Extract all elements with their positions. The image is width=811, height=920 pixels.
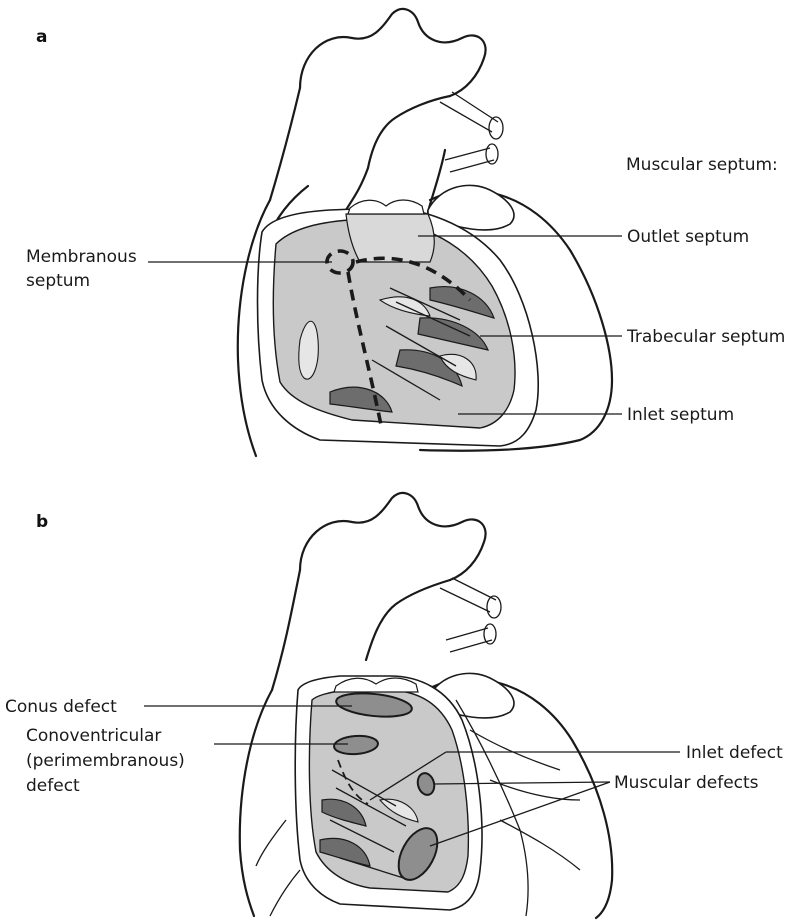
- panel-b-letter: b: [36, 512, 48, 532]
- label-outlet-septum: Outlet septum: [627, 227, 749, 247]
- label-conoventricular-line3: defect: [26, 776, 80, 796]
- label-trabecular-septum: Trabecular septum: [626, 327, 785, 347]
- panel-b: b: [5, 493, 783, 918]
- panel-a-heart-illustration: [238, 9, 612, 456]
- aorta-right-outline-b: [366, 580, 450, 660]
- ventricular-septum-surface-b: [309, 690, 468, 892]
- aortic-arch: [300, 9, 486, 96]
- outlet-septum-area: [346, 214, 434, 262]
- semilunar-valve: [348, 200, 424, 214]
- label-inlet-septum: Inlet septum: [627, 405, 734, 425]
- label-membranous-septum-line1: Membranous: [26, 247, 137, 267]
- aorta-left-outline-b: [272, 570, 300, 690]
- aorta-right-outline: [368, 96, 450, 168]
- panel-a: a: [26, 9, 785, 456]
- label-muscular-defects: Muscular defects: [614, 773, 759, 793]
- label-conus-defect: Conus defect: [5, 697, 117, 717]
- label-conoventricular-line1: Conoventricular: [26, 726, 161, 746]
- aorta-left-outline: [270, 88, 300, 200]
- label-membranous-septum-line2: septum: [26, 271, 90, 291]
- aortic-arch-b: [300, 493, 486, 580]
- right-heart-outline-b: [240, 690, 272, 916]
- label-conoventricular-line2: (perimembranous): [26, 751, 185, 771]
- label-muscular-septum: Muscular septum:: [626, 155, 778, 175]
- label-inlet-defect: Inlet defect: [686, 743, 783, 763]
- panel-a-letter: a: [36, 27, 47, 47]
